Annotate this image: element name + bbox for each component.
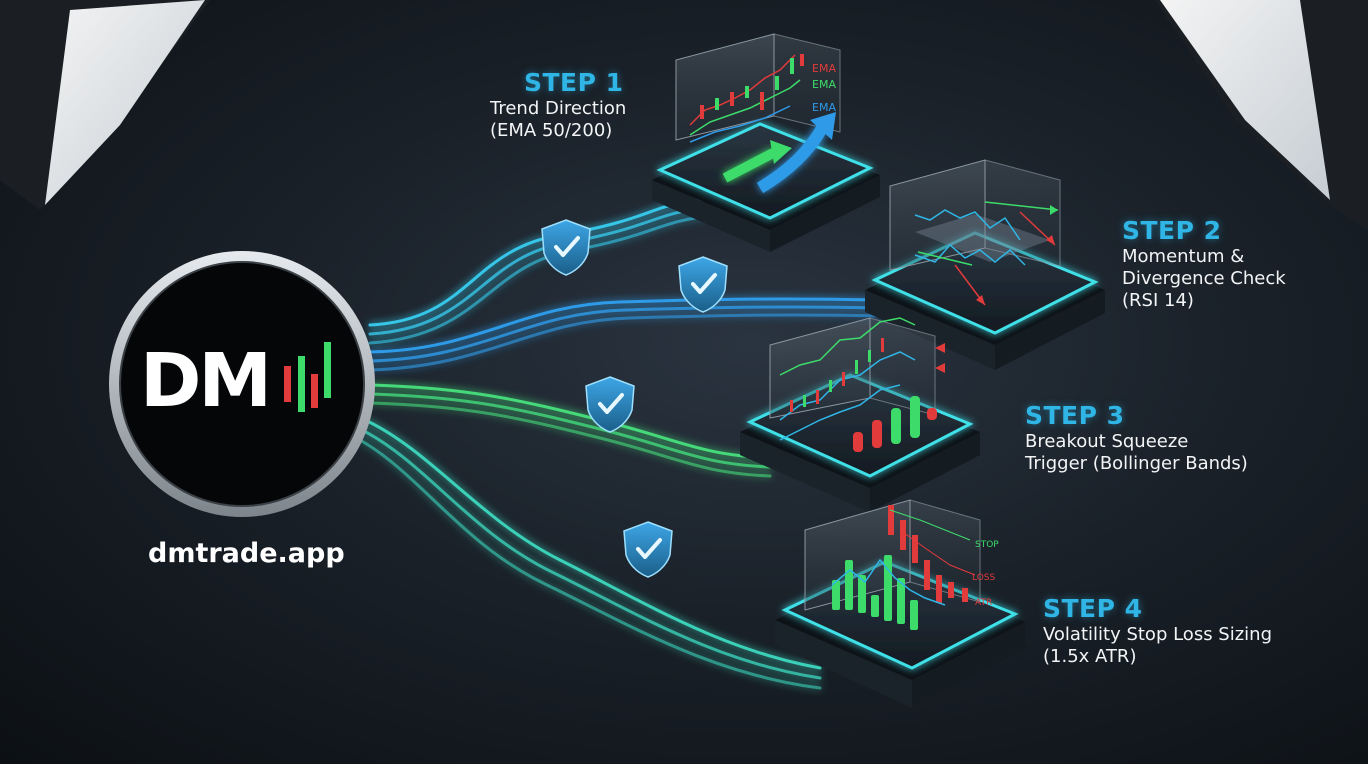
ema-label: EMA	[812, 101, 836, 114]
atr-chart	[831, 505, 976, 630]
atr-label: ATR	[975, 598, 992, 608]
step-4-label: STEP 4 Volatility Stop Loss Sizing (1.5x…	[1043, 594, 1343, 668]
site-url: dmtrade.app	[148, 538, 345, 569]
step-2-label: STEP 2 Momentum & Divergence Check (RSI …	[1122, 216, 1322, 312]
shield-check-icon	[541, 219, 591, 276]
ribbon-step-1	[368, 198, 712, 345]
step-3-label: STEP 3 Breakout Squeeze Trigger (Bolling…	[1025, 401, 1325, 475]
step-desc: Trend Direction (EMA 50/200)	[490, 98, 627, 141]
step-desc: Momentum & Divergence Check (RSI 14)	[1122, 246, 1286, 311]
platform-step-3	[740, 317, 980, 512]
ema-label: EMA	[812, 62, 836, 75]
shield-check-icon	[678, 256, 728, 313]
step-1-label: STEP 1 Trend Direction (EMA 50/200)	[490, 68, 670, 142]
step-title: STEP 1	[524, 68, 624, 97]
logo-coin	[109, 251, 375, 517]
step-desc: Volatility Stop Loss Sizing (1.5x ATR)	[1043, 624, 1273, 667]
candlestick-chart	[689, 54, 804, 143]
logo-text: DM	[140, 338, 272, 424]
ribbon-step-2	[368, 297, 892, 372]
platform-step-2	[865, 159, 1105, 370]
rsi-chart	[914, 201, 1059, 306]
softbox-right	[1155, 0, 1368, 230]
step-title: STEP 3	[1025, 401, 1125, 430]
bollinger-chart	[779, 317, 945, 441]
step-title: STEP 4	[1043, 594, 1143, 623]
bar-columns	[853, 396, 937, 452]
platform-step-1: EMA EMA EMA	[652, 33, 880, 252]
logo-bars-icon	[284, 342, 331, 412]
platform-step-4: STOP LOSS ATR	[775, 499, 1025, 708]
shield-check-icon	[623, 521, 673, 578]
ema-label: EMA	[812, 78, 836, 91]
step-title: STEP 2	[1122, 216, 1222, 245]
loss-label: LOSS	[972, 573, 995, 583]
flow-ribbons	[358, 198, 892, 690]
stop-label: STOP	[975, 540, 999, 550]
ribbon-step-4	[358, 418, 822, 690]
step-desc: Breakout Squeeze Trigger (Bollinger Band…	[1025, 431, 1248, 474]
shield-check-icon	[585, 376, 635, 433]
softbox-left	[0, 0, 210, 210]
